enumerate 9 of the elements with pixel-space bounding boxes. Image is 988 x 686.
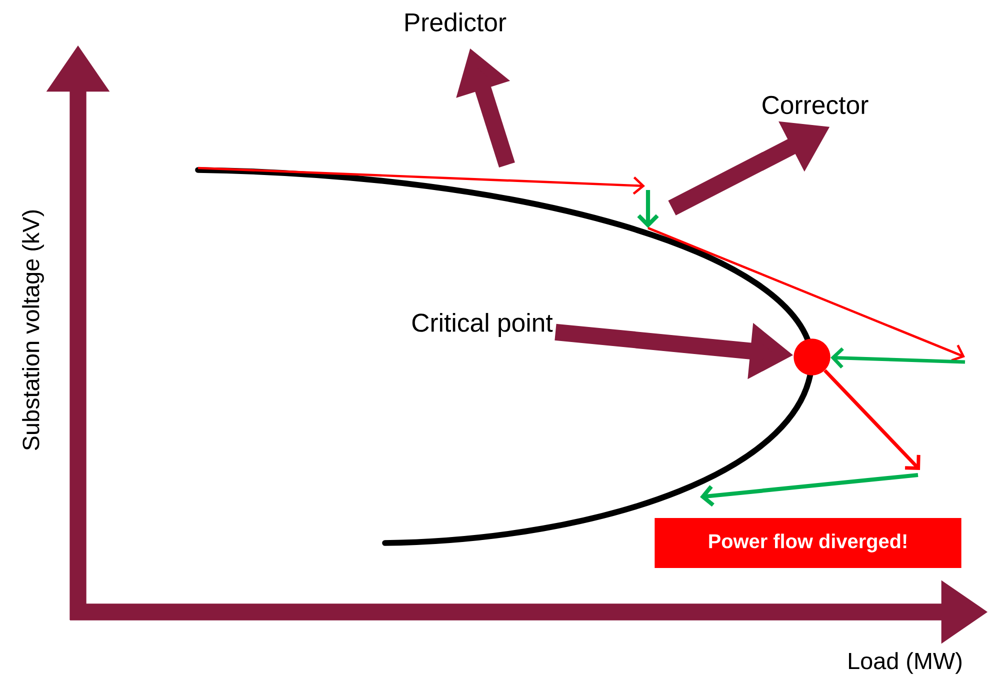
warning-box: Power flow diverged! (654, 518, 962, 568)
callout-label: Critical point (412, 312, 553, 337)
axis-label: Load (MW) (849, 652, 962, 674)
callout-label: Corrector (762, 96, 868, 114)
critical-point-dot (794, 338, 830, 376)
axis-label: Substation voltage (kV) (22, 210, 44, 450)
arrow (824, 369, 920, 470)
arrow (830, 347, 966, 369)
callout-label: Predictor (406, 12, 506, 32)
